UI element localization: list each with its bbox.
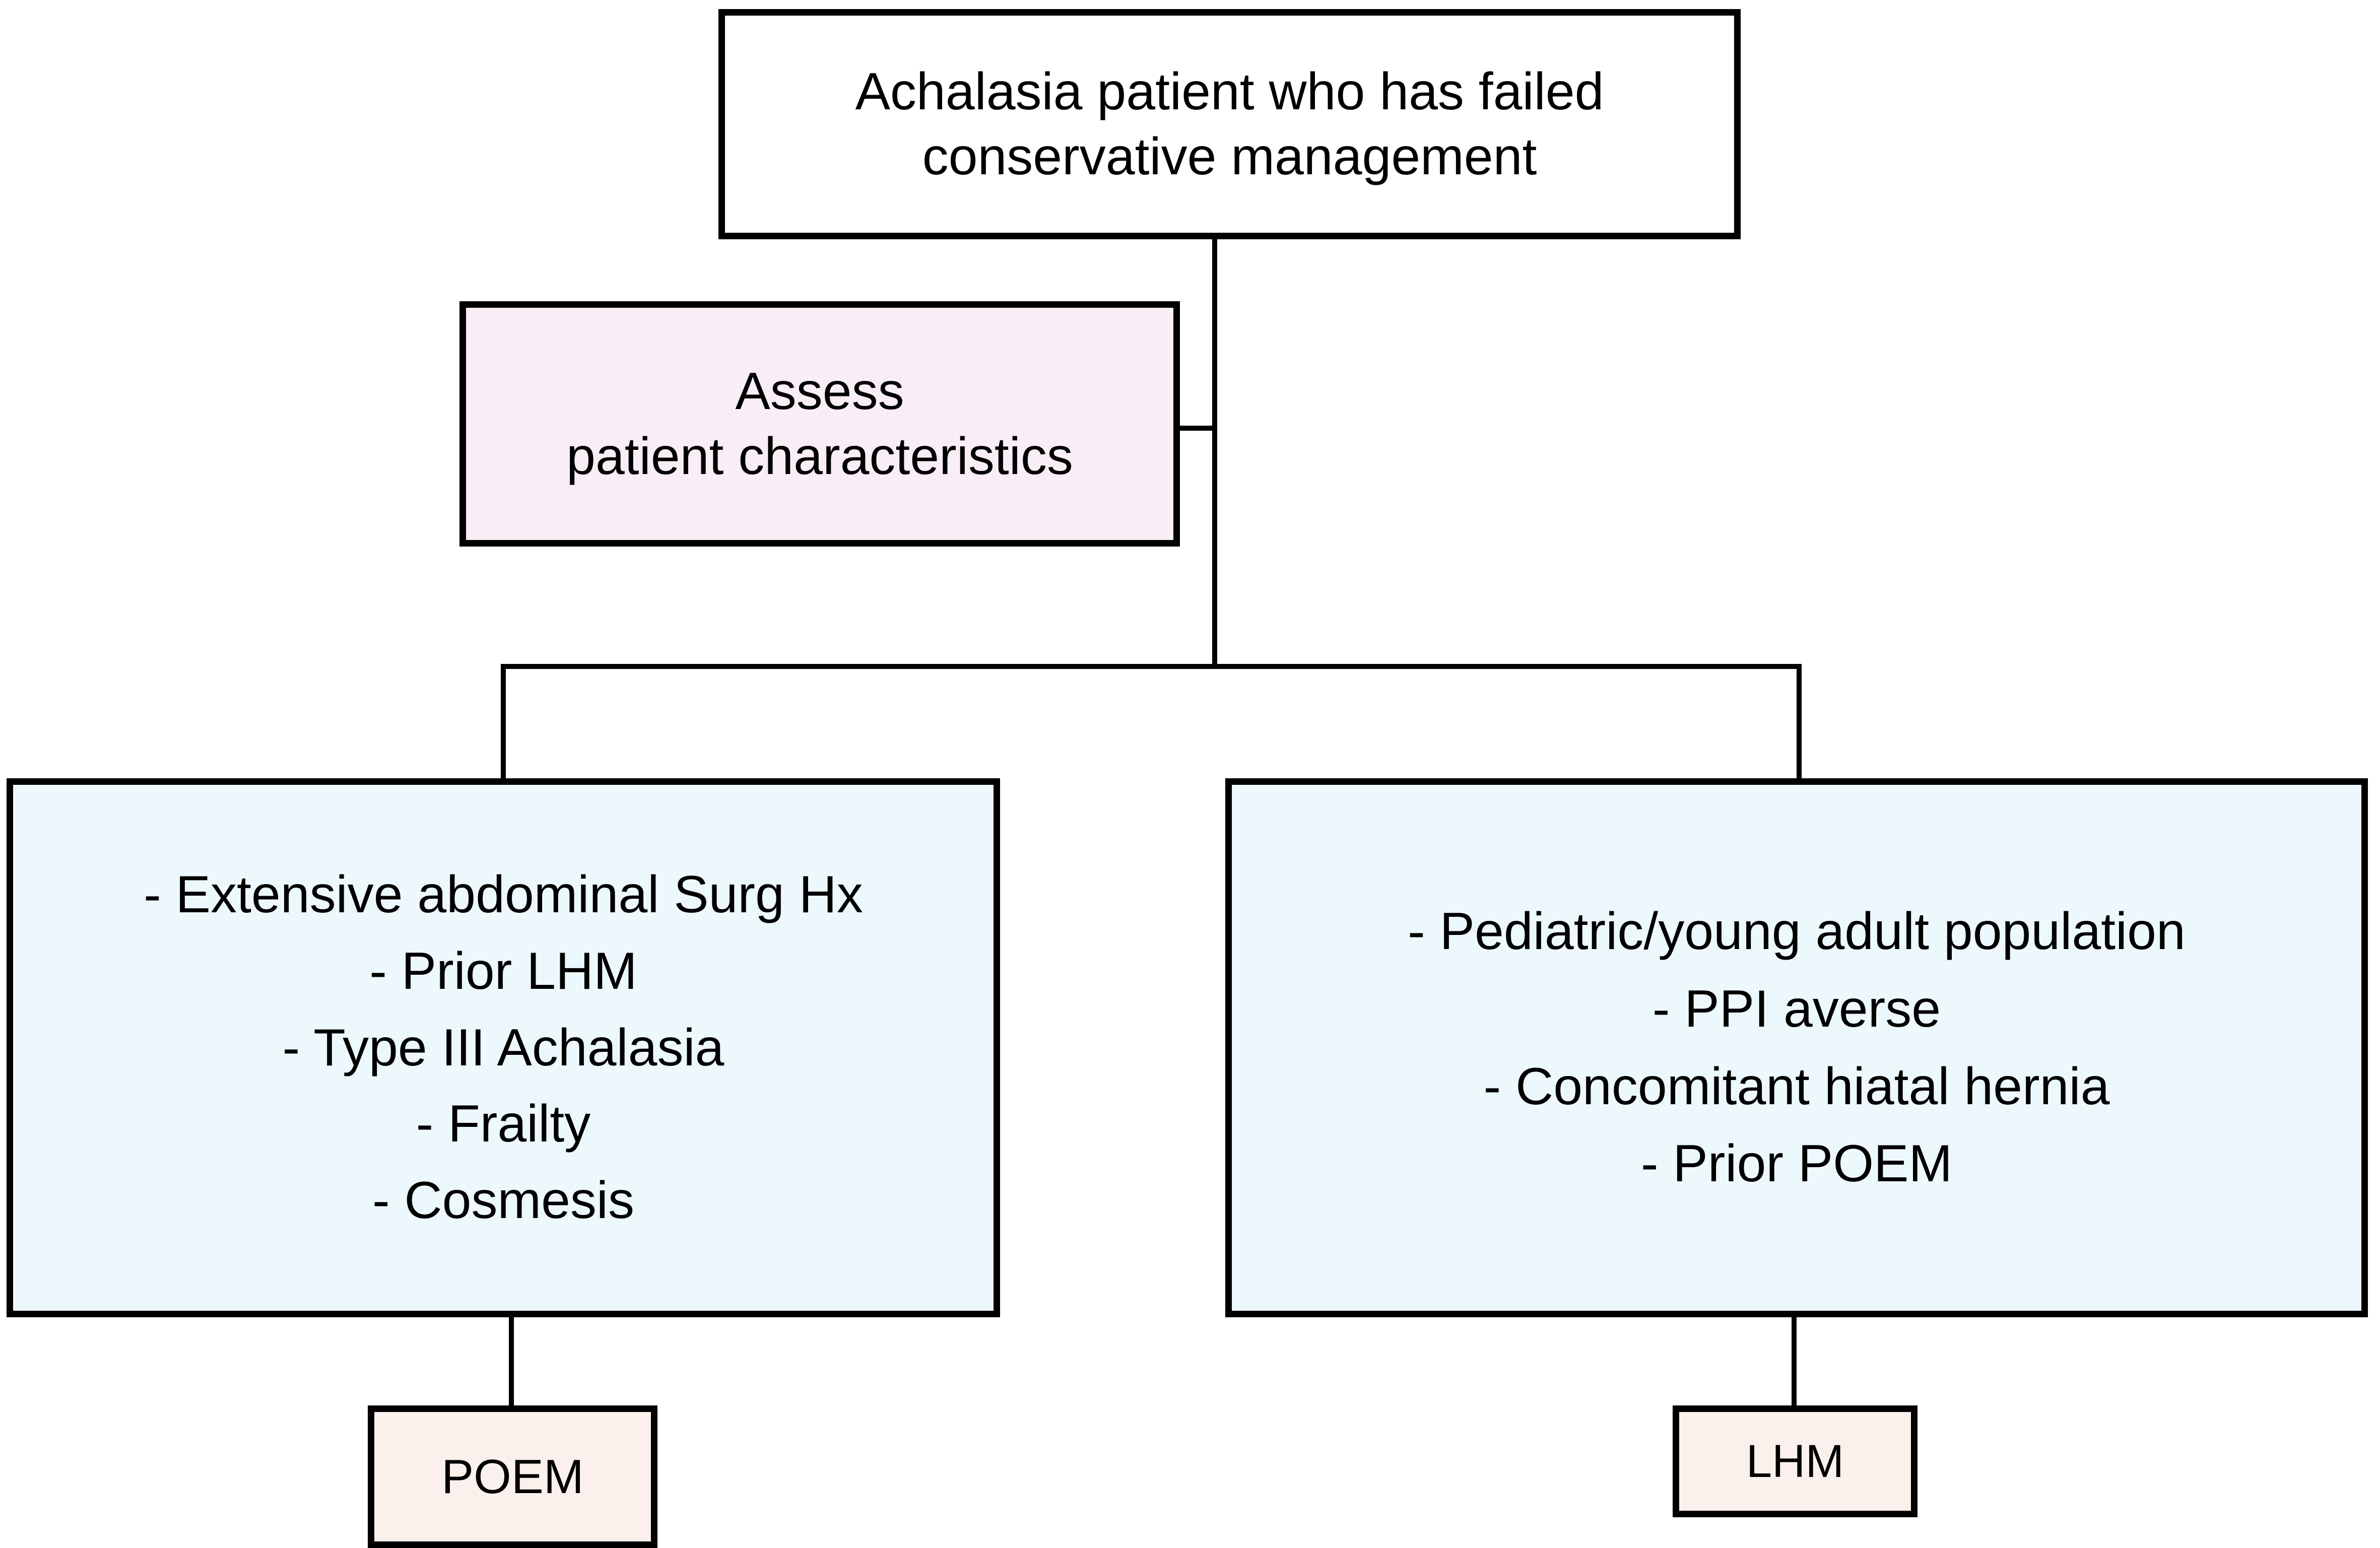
outcome-lhm-label: LHM <box>1746 1435 1844 1487</box>
node-outcome-lhm-text: LHM <box>1679 1433 1911 1490</box>
node-outcome-poem-text: POEM <box>374 1447 651 1507</box>
edge-lhm-criteria-to-lhm <box>1792 1314 1797 1409</box>
poem-criteria-item-1: - Extensive abdominal Surg Hx <box>144 865 863 924</box>
lhm-criteria-item-3: - Concomitant hiatal hernia <box>1483 1057 2110 1116</box>
node-root-text: Achalasia patient who has failed conserv… <box>725 59 1734 189</box>
edge-split-bar <box>501 664 1802 669</box>
node-assess-patient-characteristics: Assess patient characteristics <box>459 301 1180 547</box>
node-assess-line-1: Assess <box>735 362 904 421</box>
poem-criteria-item-4: - Frailty <box>416 1095 591 1154</box>
node-root-line-1: Achalasia patient who has failed <box>855 62 1604 121</box>
node-root-line-2: conservative management <box>922 127 1537 186</box>
node-assess-text: Assess patient characteristics <box>466 359 1173 489</box>
lhm-criteria-item-1: - Pediatric/young adult population <box>1408 902 2186 961</box>
lhm-criteria-item-2: - PPI averse <box>1652 979 1941 1038</box>
node-outcome-lhm: LHM <box>1673 1405 1918 1517</box>
outcome-poem-label: POEM <box>441 1449 584 1504</box>
node-outcome-poem: POEM <box>368 1405 657 1548</box>
node-assess-line-2: patient characteristics <box>566 427 1073 486</box>
edge-assess-to-trunk <box>1177 426 1216 431</box>
node-lhm-criteria-text: - Pediatric/young adult population - PPI… <box>1232 887 2361 1209</box>
node-root-achalasia-patient: Achalasia patient who has failed conserv… <box>718 9 1741 239</box>
lhm-criteria-item-4: - Prior POEM <box>1640 1134 1953 1193</box>
node-poem-criteria-text: - Extensive abdominal Surg Hx - Prior LH… <box>13 851 994 1245</box>
edge-root-to-split <box>1212 236 1217 669</box>
edge-split-to-poem-criteria <box>501 664 506 782</box>
poem-criteria-item-2: - Prior LHM <box>369 941 637 1000</box>
poem-criteria-item-3: - Type III Achalasia <box>282 1018 724 1077</box>
edge-poem-criteria-to-poem <box>509 1314 514 1409</box>
edge-split-to-lhm-criteria <box>1797 664 1802 782</box>
node-lhm-criteria: - Pediatric/young adult population - PPI… <box>1225 778 2368 1317</box>
poem-criteria-item-5: - Cosmesis <box>372 1171 635 1230</box>
node-poem-criteria: - Extensive abdominal Surg Hx - Prior LH… <box>7 778 1000 1317</box>
